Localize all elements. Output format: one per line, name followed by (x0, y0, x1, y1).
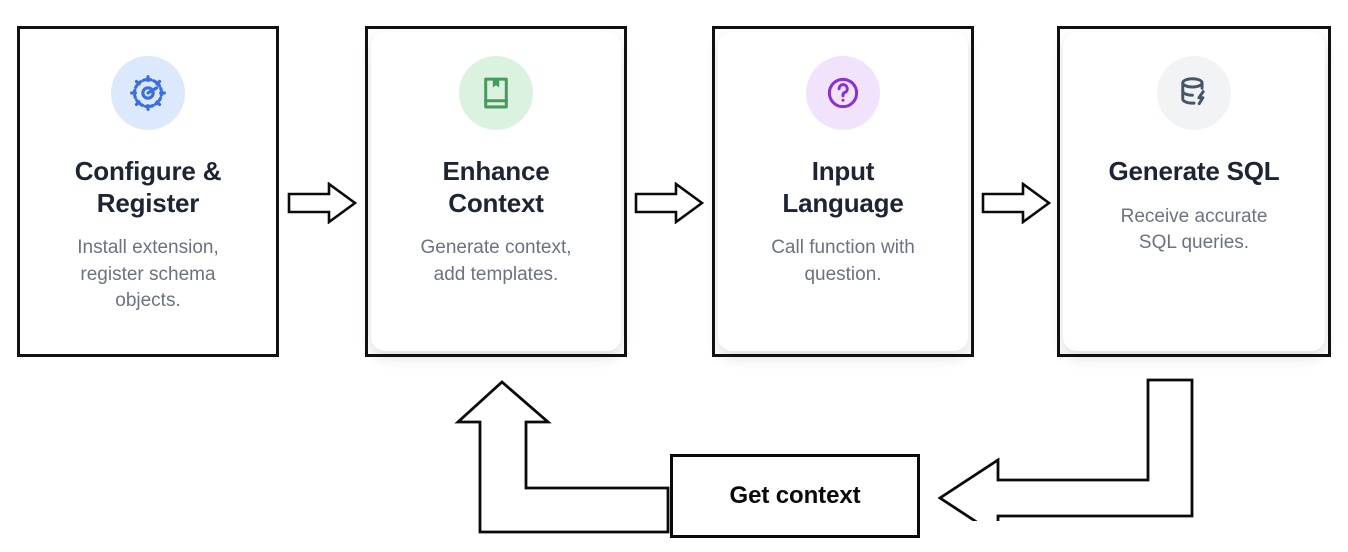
step-card-generate-sql[interactable]: Generate SQL Receive accurate SQL querie… (1057, 26, 1331, 357)
gear-icon-badge (111, 56, 185, 130)
question-circle-icon (827, 77, 859, 109)
step-card-body: Generate SQL Receive accurate SQL querie… (1063, 32, 1325, 351)
step-title: Generate SQL (1108, 156, 1280, 186)
step-description: Receive accurate SQL queries. (1120, 205, 1268, 253)
loop-arrow-generate-to-context (937, 378, 1194, 521)
question-circle-icon-badge (806, 56, 880, 130)
arrow-input-to-generate (981, 182, 1051, 224)
get-context-box[interactable]: Get context (670, 454, 920, 538)
step-description: Install extension, register schema objec… (77, 237, 219, 311)
step-title: Input Language (782, 156, 904, 218)
step-description: Generate context, add templates. (420, 237, 572, 285)
step-card-body: Enhance Context Generate context, add te… (371, 32, 621, 351)
step-card-input-language[interactable]: Input Language Call function with questi… (712, 26, 974, 357)
arrow-configure-to-enhance (287, 182, 357, 224)
step-title: Configure & Register (74, 156, 222, 218)
database-bolt-icon-badge (1157, 56, 1231, 130)
step-card-configure-register[interactable]: Configure & Register Install extension, … (17, 26, 279, 357)
gear-icon (130, 75, 166, 111)
step-card-body: Configure & Register Install extension, … (23, 32, 273, 351)
step-title: Enhance Context (442, 156, 550, 218)
step-description: Call function with question. (771, 237, 915, 285)
step-card-body: Input Language Call function with questi… (718, 32, 968, 351)
arrow-enhance-to-input (634, 182, 704, 224)
database-bolt-icon (1181, 77, 1205, 106)
step-card-enhance-context[interactable]: Enhance Context Generate context, add te… (365, 26, 627, 357)
book-bookmark-icon-badge (459, 56, 533, 130)
loop-arrow-context-to-enhance (454, 380, 670, 534)
book-bookmark-icon (484, 77, 508, 109)
get-context-label: Get context (729, 482, 861, 509)
